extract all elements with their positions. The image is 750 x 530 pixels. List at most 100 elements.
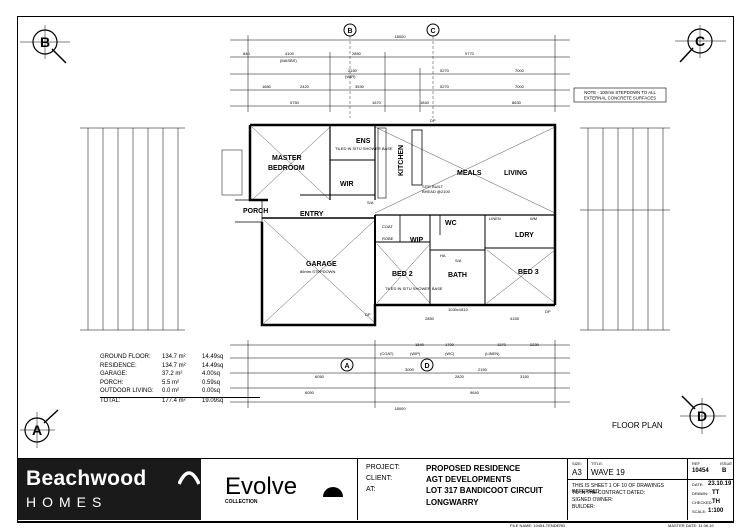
hatching-diagonals xyxy=(251,126,556,324)
svg-text:DP: DP xyxy=(430,118,436,123)
svg-text:(WIR): (WIR) xyxy=(345,74,356,79)
garage-stepdown: 86mm STEPDOWN xyxy=(300,269,335,274)
svg-text:2820: 2820 xyxy=(455,374,465,379)
compass-label: A xyxy=(32,422,42,438)
room-label-coat: COAT xyxy=(382,224,393,229)
svg-text:1700: 1700 xyxy=(445,342,455,347)
room-label-master: MASTER xyxy=(272,155,302,162)
room-label-wip: WIP xyxy=(410,237,424,244)
room-label-wm: WM xyxy=(530,216,537,221)
svg-text:5270: 5270 xyxy=(440,84,450,89)
brand-logo: Beachwood HOMES xyxy=(18,459,201,520)
svg-text:TILED IN SITU SHOWER BASE: TILED IN SITU SHOWER BASE xyxy=(385,286,443,291)
address-line-1: LOT 317 BANDICOOT CIRCUIT xyxy=(426,486,543,495)
room-label-porch: PORCH xyxy=(243,208,268,215)
stepdown-note: EXTERNAL CONCRETE SURFACES xyxy=(584,96,656,101)
svg-text:(WIP): (WIP) xyxy=(410,351,421,356)
svg-text:9640: 9640 xyxy=(470,390,480,395)
sheet-size: A3 xyxy=(572,468,582,477)
dimension-lines-top xyxy=(230,35,570,112)
svg-text:2850: 2850 xyxy=(352,51,362,56)
svg-text:3000: 3000 xyxy=(405,367,415,372)
section-marker-c-top: C xyxy=(426,23,440,118)
stepdown-note: NOTE - 100mm STEPDOWN TO ALL xyxy=(584,90,656,95)
address-line-2: LONGWARRY xyxy=(426,498,479,507)
compass-c-right: C xyxy=(675,25,726,63)
room-label-wir: WIR xyxy=(340,181,354,188)
title-block: Beachwood HOMES Evolve COLLECTION PROJEC… xyxy=(17,458,734,522)
room-label-bed3: BED 3 xyxy=(518,269,539,276)
svg-text:7000: 7000 xyxy=(515,84,525,89)
wave-logo-icon xyxy=(178,471,200,485)
compass-label: D xyxy=(697,408,707,424)
svg-text:D: D xyxy=(424,363,429,370)
room-label-meals: MEALS xyxy=(457,170,482,177)
svg-text:3530: 3530 xyxy=(355,84,365,89)
svg-text:B: B xyxy=(347,28,352,35)
svg-text:4155: 4155 xyxy=(510,316,520,321)
svg-text:840: 840 xyxy=(243,51,250,56)
svg-text:2150: 2150 xyxy=(478,367,488,372)
room-label-ldry: LDRY xyxy=(515,232,534,239)
compass-label: B xyxy=(40,34,50,50)
section-marker-b-top: B xyxy=(343,23,357,118)
sheet-border xyxy=(17,16,734,523)
file-name: FILE NAME: 10454-TENDERB xyxy=(510,523,565,528)
svg-text:TILED IN SITU SHOWER BASE: TILED IN SITU SHOWER BASE xyxy=(335,146,393,151)
collection-logo: Evolve COLLECTION xyxy=(203,459,358,520)
svg-text:SITE BUILT: SITE BUILT xyxy=(422,184,444,189)
room-label-bath: BATH xyxy=(448,272,467,279)
svg-text:2230: 2230 xyxy=(530,342,540,347)
dimension-lines-bottom xyxy=(230,340,570,408)
room-label-wc: WC xyxy=(445,220,457,227)
svg-text:18000: 18000 xyxy=(394,34,406,39)
section-marker-d-bottom: D xyxy=(420,358,434,372)
collection-name: Evolve xyxy=(225,473,298,500)
svg-text:C: C xyxy=(430,28,435,35)
svg-text:6050: 6050 xyxy=(305,390,315,395)
svg-text:DP: DP xyxy=(365,312,371,317)
room-label-robe: ROBE xyxy=(382,236,394,241)
svg-text:1370: 1370 xyxy=(497,342,507,347)
svg-text:S/A: S/A xyxy=(455,258,462,263)
compass-a-left: A xyxy=(20,409,59,448)
ref-number: 10454 xyxy=(692,468,709,474)
svg-text:1540: 1540 xyxy=(415,342,425,347)
svg-text:2420: 2420 xyxy=(300,84,310,89)
svg-text:8630: 8630 xyxy=(512,100,522,105)
dimension-lines-left xyxy=(80,127,185,331)
room-label-kitchen: KITCHEN xyxy=(398,145,405,176)
svg-text:18000: 18000 xyxy=(394,406,406,411)
room-label-living: LIVING xyxy=(504,170,528,177)
room-label-entry: ENTRY xyxy=(300,211,324,218)
svg-text:HA: HA xyxy=(440,253,446,258)
brand-sub: HOMES xyxy=(26,494,108,510)
stepdown-note-box xyxy=(573,87,667,103)
floor-plan-title: FLOOR PLAN xyxy=(612,421,663,430)
svg-text:3150: 3150 xyxy=(520,374,530,379)
svg-text:4100: 4100 xyxy=(285,51,295,56)
svg-text:DP: DP xyxy=(545,309,551,314)
svg-text:S/A: S/A xyxy=(367,200,374,205)
svg-text:1670: 1670 xyxy=(372,100,382,105)
drawing-title: WAVE 19 xyxy=(591,468,625,477)
svg-text:BHEAD @2100: BHEAD @2100 xyxy=(422,189,451,194)
room-label-linen: LINEN xyxy=(489,216,501,221)
client-name: AGT DEVELOPMENTS xyxy=(426,475,512,484)
room-label-ens: ENS xyxy=(356,138,371,145)
compass-b-left: B xyxy=(20,25,70,64)
floor-plan-drawing: B C A D B C A D xyxy=(20,23,726,448)
compass-d-right: D xyxy=(680,395,726,434)
svg-text:A: A xyxy=(344,363,349,370)
svg-text:(MASBS): (MASBS) xyxy=(280,58,297,63)
svg-text:9770: 9770 xyxy=(465,51,475,56)
dimension-lines-right xyxy=(580,127,670,331)
project-details: PROJECT: PROPOSED RESIDENCE CLIENT: AGT … xyxy=(358,459,568,520)
collection-sub: COLLECTION xyxy=(225,499,258,505)
